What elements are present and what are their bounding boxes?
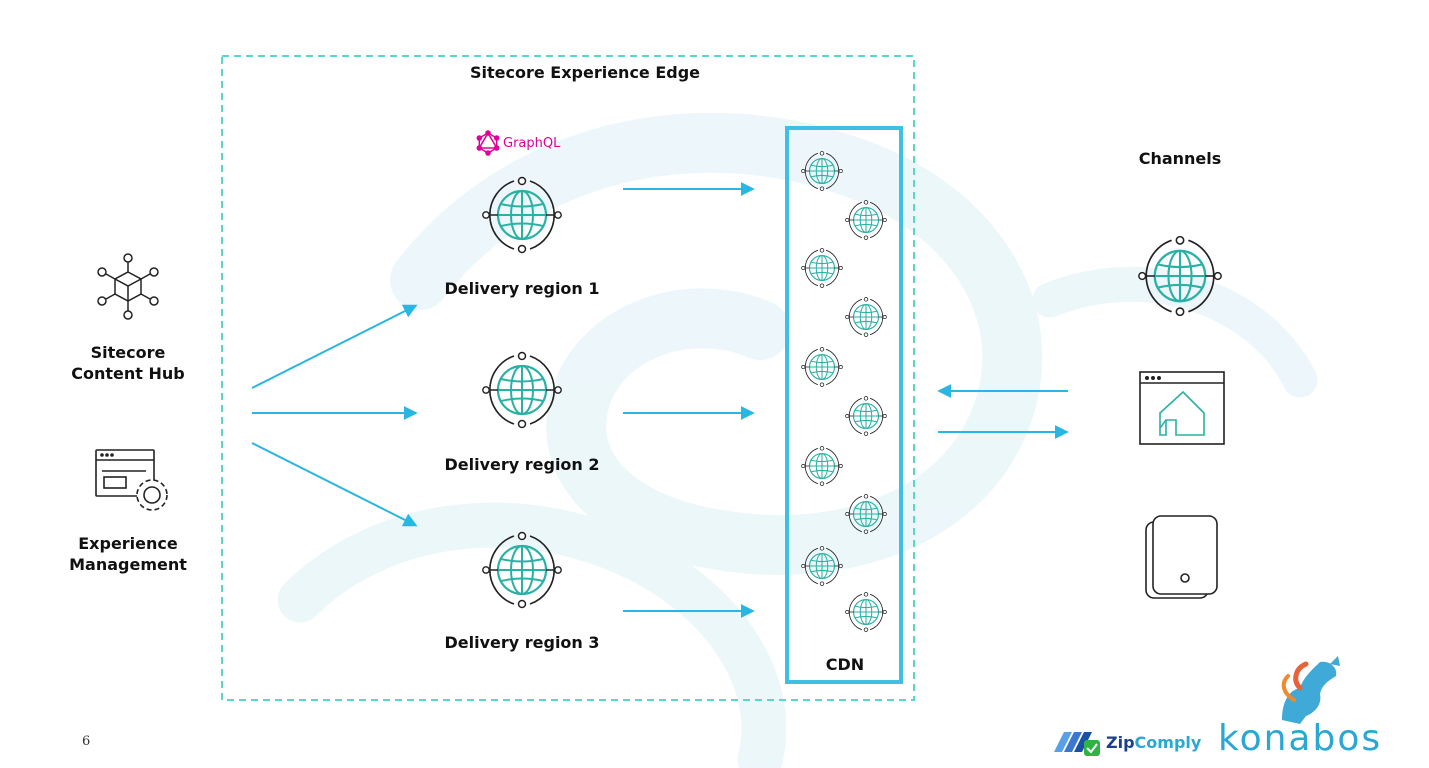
window-gear-icon [95, 449, 168, 511]
channels-title: Channels [1138, 149, 1222, 168]
region-2-label: Delivery region 2 [444, 455, 600, 474]
content-hub-label-line1: Sitecore [90, 343, 166, 362]
cdn-node-globe-icon [845, 395, 887, 437]
cube-network-icon [97, 253, 159, 320]
konabos-horse-icon [1281, 656, 1340, 724]
konabos-logo-text: konabos [1218, 718, 1383, 759]
graphql-logo-icon [476, 130, 500, 156]
content-hub-label-line2: Content Hub [71, 364, 185, 383]
arrow-source-to-region-3 [251, 442, 418, 527]
region-1-label: Delivery region 1 [444, 279, 600, 298]
graphql-label: GraphQL [477, 131, 560, 155]
region-3-label: Delivery region 3 [444, 633, 600, 652]
experience-management-label-line2: Management [69, 555, 187, 574]
page-number: 6 [82, 734, 91, 749]
cdn-box [785, 126, 903, 684]
cdn-node-globe-icon [801, 445, 843, 487]
cdn-label: CDN [825, 655, 865, 674]
zipcomply-logo-icon [1054, 732, 1100, 756]
browser-house-icon [1139, 371, 1225, 445]
content-hub-label: Sitecore Content Hub [48, 342, 208, 384]
cdn-node-globe-icon [845, 591, 887, 633]
cdn-node-globe-icon [801, 346, 843, 388]
experience-management-label-line1: Experience [78, 534, 178, 553]
cdn-node-globe-icon [845, 296, 887, 338]
cdn-node-globe-icon [801, 247, 843, 289]
experience-edge-title: Sitecore Experience Edge [469, 63, 701, 82]
experience-management-label: Experience Management [48, 533, 208, 575]
zipcomply-logo-text: ZipComply [1106, 733, 1201, 752]
experience-edge-boundary [221, 55, 915, 701]
zipcomply-logo-comply: Comply [1134, 733, 1202, 752]
zipcomply-logo-zip: Zip [1106, 733, 1135, 752]
arrow-source-to-region-1 [251, 304, 418, 389]
graphql-text: GraphQL [503, 135, 561, 151]
tablet-device-icon [1145, 515, 1218, 599]
